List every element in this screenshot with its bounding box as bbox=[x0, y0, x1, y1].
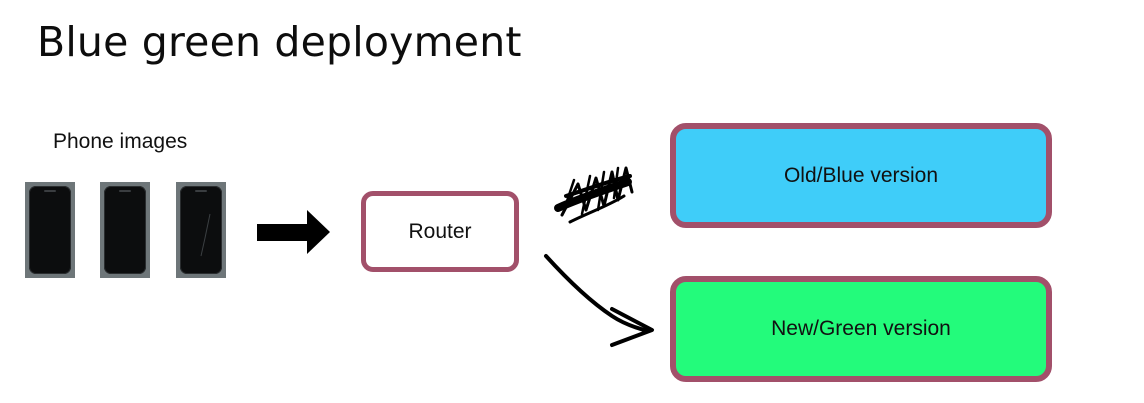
screen-crack-icon bbox=[200, 213, 211, 257]
scribbled-out-arrow-to-old bbox=[554, 166, 634, 224]
arrow-router-to-new bbox=[544, 254, 654, 347]
phone-image bbox=[25, 182, 75, 278]
phones-label: Phone images bbox=[53, 130, 188, 153]
phone-image bbox=[176, 182, 226, 278]
page-title: Blue green deployment bbox=[37, 18, 522, 66]
old-version-label: Old/Blue version bbox=[783, 163, 939, 187]
router-label: Router bbox=[408, 219, 472, 243]
old-blue-version-box: Old/Blue version bbox=[670, 123, 1052, 228]
new-version-label: New/Green version bbox=[771, 317, 951, 340]
router-box: Router bbox=[361, 191, 519, 272]
arrow-phones-to-router bbox=[257, 210, 330, 254]
phone-image bbox=[100, 182, 150, 278]
new-green-version-box: New/Green version bbox=[670, 276, 1052, 382]
